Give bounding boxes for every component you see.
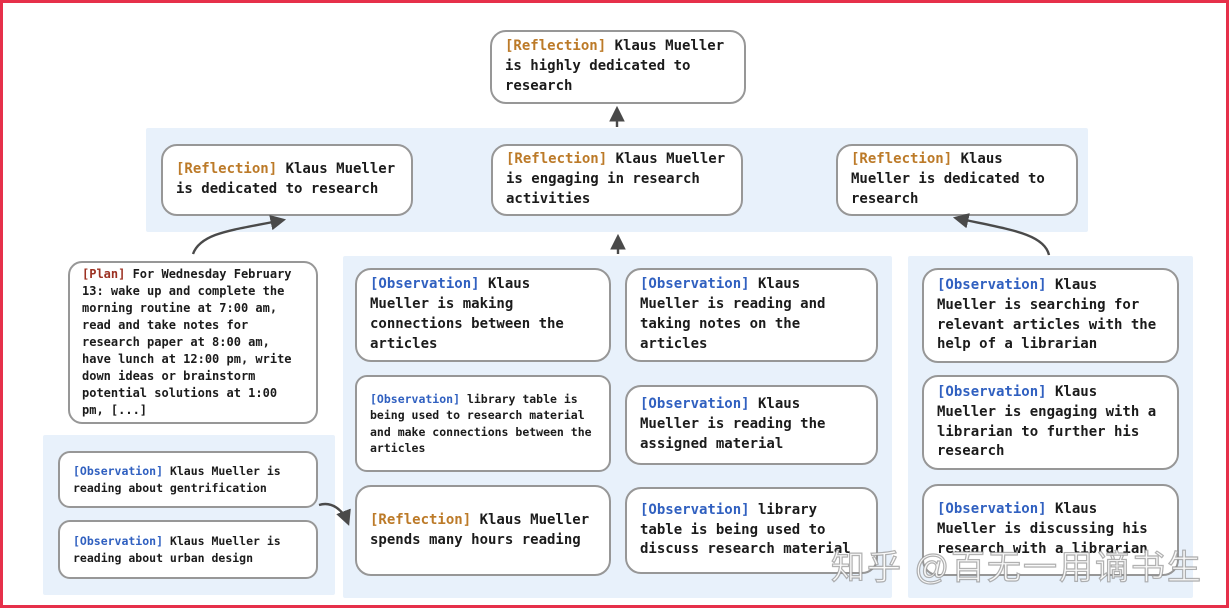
node-text: Klaus Mueller is dedicated to research (851, 151, 1045, 207)
node-text: For Wednesday February 13: wake up and c… (82, 266, 292, 418)
right-evidence-panel: [Observation]Klaus Mueller is searching … (908, 256, 1193, 598)
node-text: library table is being used to discuss r… (640, 501, 851, 558)
node-text: Klaus Mueller is engaging in research ac… (506, 151, 726, 207)
observation-tag: [Observation] (370, 391, 461, 406)
observation-tag: [Observation] (370, 276, 480, 293)
node-text: Klaus Mueller is reading the assigned ma… (640, 396, 826, 452)
observation-node: [Observation]Klaus Mueller is searching … (922, 268, 1179, 363)
observation-node: [Observation]library table is being used… (355, 375, 611, 472)
node-text: Klaus Mueller is reading about urban des… (73, 534, 281, 565)
node-text: Klaus Mueller is reading about gentrific… (73, 464, 281, 495)
observation-node: [Observation]library table is being used… (625, 487, 878, 574)
reflection-tag: [Reflection] (505, 38, 607, 55)
observation-node: [Observation]Klaus Mueller is engaging w… (922, 375, 1179, 470)
node-text: Klaus Mueller is highly dedicated to res… (505, 38, 725, 94)
middle-evidence-panel: [Observation]Klaus Mueller is making con… (343, 256, 892, 598)
observation-tag: [Observation] (640, 276, 750, 293)
plan-tag: [Plan] (82, 266, 126, 281)
observation-tag: [Observation] (640, 396, 750, 413)
observation-tag: [Observation] (937, 383, 1047, 400)
node-text: Klaus Mueller is reading and taking note… (640, 276, 826, 352)
reflection-tag: [Reflection] (851, 151, 953, 168)
observation-node: [Observation]Klaus Mueller is reading ab… (58, 451, 318, 508)
reflection-tag: [Reflection] (370, 511, 472, 528)
node-text: Klaus Mueller spends many hours reading (370, 511, 590, 548)
reflection-band-panel: [Reflection]Klaus Mueller is dedicated t… (146, 128, 1088, 232)
observation-node: [Observation]Klaus Mueller is discussing… (922, 484, 1179, 576)
reflection-tag: [Reflection] (176, 161, 278, 178)
reflection-tag: [Reflection] (506, 151, 608, 168)
observation-tag: [Observation] (73, 534, 164, 549)
band-reflection-node: [Reflection]Klaus Mueller is engaging in… (491, 144, 743, 216)
node-text: Klaus Mueller is discussing his research… (937, 501, 1148, 557)
node-text: Klaus Mueller is making connections betw… (370, 276, 564, 352)
reflection-node: [Reflection]Klaus Mueller spends many ho… (355, 485, 611, 576)
node-text: library table is being used to research … (370, 391, 592, 455)
observation-node: [Observation]Klaus Mueller is reading th… (625, 385, 878, 465)
band-reflection-node: [Reflection]Klaus Mueller is dedicated t… (836, 144, 1078, 216)
node-text: Klaus Mueller is engaging with a librari… (937, 383, 1157, 460)
observation-tag: [Observation] (937, 276, 1047, 293)
node-text: Klaus Mueller is dedicated to research (176, 161, 396, 197)
observation-node: [Observation]Klaus Mueller is reading ab… (58, 520, 318, 579)
observation-tag: [Observation] (73, 464, 164, 479)
observation-node: [Observation]Klaus Mueller is reading an… (625, 268, 878, 362)
observation-node: [Observation]Klaus Mueller is making con… (355, 268, 611, 362)
root-reflection-node: [Reflection]Klaus Mueller is highly dedi… (490, 30, 746, 104)
plan-node: [Plan]For Wednesday February 13: wake up… (68, 261, 318, 424)
zhihu-watermark: 知乎 @百无一用谪书生 (830, 548, 1203, 587)
observation-tag: [Observation] (937, 501, 1047, 518)
left-observation-panel: [Observation]Klaus Mueller is reading ab… (43, 435, 335, 595)
band-reflection-node: [Reflection]Klaus Mueller is dedicated t… (161, 144, 413, 216)
node-text: Klaus Mueller is searching for relevant … (937, 276, 1157, 353)
observation-tag: [Observation] (640, 501, 750, 518)
